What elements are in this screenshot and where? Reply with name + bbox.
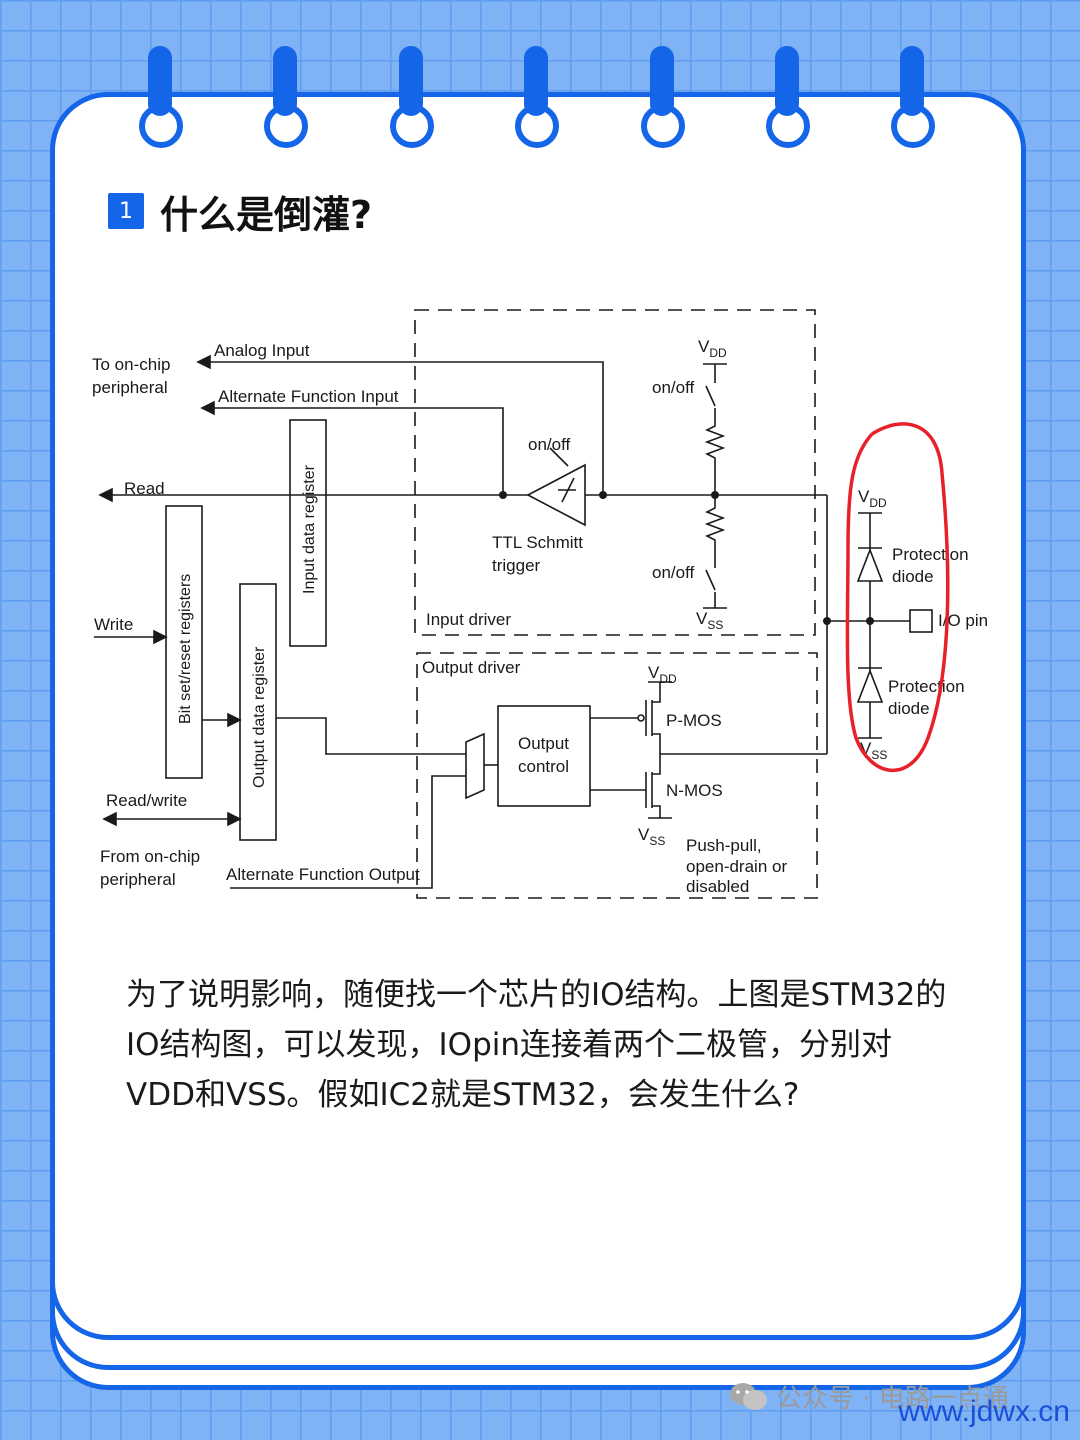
watermark: 公众号 · 电路一点通 [728, 1378, 1009, 1415]
section-number-badge: 1 [108, 193, 144, 229]
label-vdd-output: VDD [648, 663, 677, 686]
label-vdd-input: VDD [698, 337, 727, 360]
label-alt-function-output: Alternate Function Output [226, 865, 420, 884]
label-read-write: Read/write [106, 791, 187, 810]
label-from-onchip-1: From on-chip [100, 847, 200, 866]
label-output-driver: Output driver [422, 658, 521, 677]
binder-ring-icon [264, 46, 308, 148]
binder-ring-icon [139, 46, 183, 148]
label-read: Read [124, 479, 165, 498]
io-structure-diagram: To on-chip peripheral Analog Input Alter… [80, 298, 995, 903]
site-url: www.jdwx.cn [898, 1395, 1070, 1428]
annotation-circle [845, 422, 950, 772]
binder-ring-icon [766, 46, 810, 148]
wechat-icon [730, 1382, 767, 1410]
binder-ring-icon [515, 46, 559, 148]
label-output-control-2: control [518, 757, 569, 776]
label-write: Write [94, 615, 133, 634]
watermark-text: 公众号 · 电路一点通 [776, 1384, 1009, 1414]
label-input-driver: Input driver [426, 610, 511, 629]
label-protection-diode-bottom-1: Protection [888, 677, 965, 696]
label-protection-diode-bottom-2: diode [888, 699, 930, 718]
label-vdd-diode: VDD [858, 487, 887, 510]
label-io-pin: I/O pin [938, 611, 988, 630]
binder-ring-icon [891, 46, 935, 148]
label-analog-input: Analog Input [214, 341, 310, 360]
label-onoff-schmitt: on/off [528, 435, 571, 454]
label-output-data-register: Output data register [251, 646, 268, 788]
label-push-pull-1: Push-pull, [686, 836, 762, 855]
label-vss-output: VSS [638, 825, 665, 848]
body-paragraph: 为了说明影响，随便找一个芯片的IO结构。上图是STM32的IO结构图，可以发现，… [126, 977, 947, 1113]
label-to-onchip-1: To on-chip [92, 355, 170, 374]
label-trigger: trigger [492, 556, 541, 575]
binder-ring-icon [390, 46, 434, 148]
label-vss-input: VSS [696, 609, 723, 632]
label-alt-function-input: Alternate Function Input [218, 387, 399, 406]
binder-ring-icon [641, 46, 685, 148]
label-ttl-schmitt: TTL Schmitt [492, 533, 583, 552]
label-from-onchip-2: peripheral [100, 870, 176, 889]
label-onoff-top: on/off [652, 378, 695, 397]
section-title: 什么是倒灌? [160, 192, 373, 237]
label-onoff-bottom: on/off [652, 563, 695, 582]
label-pmos: P-MOS [666, 711, 722, 730]
label-protection-diode-top-1: Protection [892, 545, 969, 564]
label-to-onchip-2: peripheral [92, 378, 168, 397]
label-bit-set-reset-registers: Bit set/reset registers [177, 574, 194, 724]
label-nmos: N-MOS [666, 781, 723, 800]
label-push-pull-2: open-drain or [686, 857, 787, 876]
input-driver-box [414, 309, 816, 636]
section-heading: 1 什么是倒灌? [108, 186, 373, 237]
label-input-data-register: Input data register [301, 464, 318, 594]
label-push-pull-3: disabled [686, 877, 749, 896]
label-output-control-1: Output [518, 734, 569, 753]
label-protection-diode-top-2: diode [892, 567, 934, 586]
